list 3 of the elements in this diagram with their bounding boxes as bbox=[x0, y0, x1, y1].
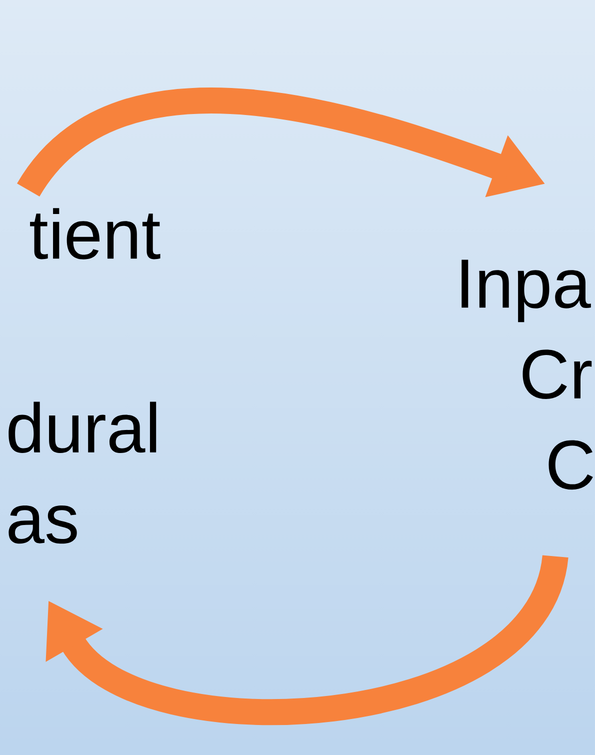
text-label: tient dural as bbox=[8, 208, 160, 544]
curved-arrow bbox=[46, 552, 568, 725]
text-label: Inpa Cr C bbox=[462, 260, 593, 490]
